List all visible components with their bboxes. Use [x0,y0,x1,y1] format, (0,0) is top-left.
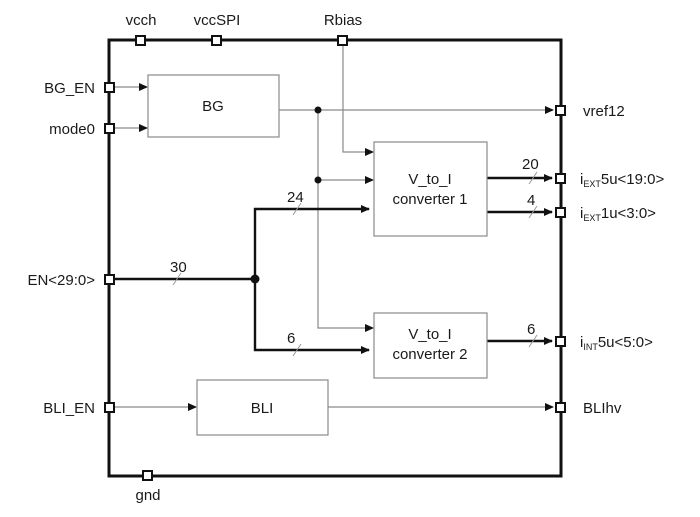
pin-label-blihv: BLIhv [583,400,622,417]
pin-label-iint5u: iINT5u<5:0> [580,334,653,352]
pin-label-bli-en: BLI_EN [43,400,95,417]
v-to-i-converter-1-block [373,141,488,237]
v-to-i-converter-2-block [373,312,488,379]
pin-bli-en [104,402,115,413]
converter-2-label: converter 2 [392,346,467,363]
bus-width-label: 20 [522,156,539,173]
pin-label-rbias: Rbias [324,12,362,29]
pin-label-en: EN<29:0> [27,272,95,289]
pin-en [104,274,115,285]
wire-rbias [342,46,374,156]
pin-bg-en [104,82,115,93]
pin-iint5u [555,336,566,347]
junction-dot [314,176,322,184]
bus-slash [528,334,538,348]
pin-label-iext1u: iEXT1u<3:0> [580,205,656,223]
pin-label-iext5u: iEXT5u<19:0> [580,171,664,189]
pin-label-gnd: gnd [135,487,160,504]
bus-width-label: 30 [170,259,187,276]
bus-en-to-conv2 [253,279,370,354]
pin-label-vccspi: vccSPI [194,12,241,29]
pin-rbias [337,35,348,46]
wire-bg-vref-to-converters [317,110,374,332]
bus-slash [292,343,302,357]
bus-width-label: 6 [527,321,535,338]
converter-1-name: V_to_I [408,171,451,188]
bus-slash [528,205,538,219]
pin-iext5u [555,173,566,184]
bg-block [147,74,280,138]
pin-label-mode0: mode0 [49,121,95,138]
bg-block-label: BG [202,98,224,115]
pin-label-vref12: vref12 [583,103,625,120]
bli-block-label: BLI [251,400,274,417]
bus-slash [292,202,302,216]
converter-1-label: converter 1 [392,191,467,208]
chip-boundary [107,38,563,478]
bus-width-label: 6 [287,330,295,347]
pin-gnd [142,470,153,481]
bus-slash [172,272,182,286]
junction-dot [314,106,322,114]
pin-vccspi [211,35,222,46]
converter-2-name: V_to_I [408,326,451,343]
pin-label-vcch: vcch [126,12,157,29]
pin-vcch [135,35,146,46]
bus-width-label: 4 [527,192,535,209]
junction-dot [250,274,260,284]
pin-label-bg-en: BG_EN [44,80,95,97]
bus-en-to-conv1 [253,205,370,279]
bus-slash [528,171,538,185]
pin-iext1u [555,207,566,218]
pin-mode0 [104,123,115,134]
pin-blihv [555,402,566,413]
pin-vref12 [555,105,566,116]
bus-width-label: 24 [287,189,304,206]
bli-block [196,379,329,436]
